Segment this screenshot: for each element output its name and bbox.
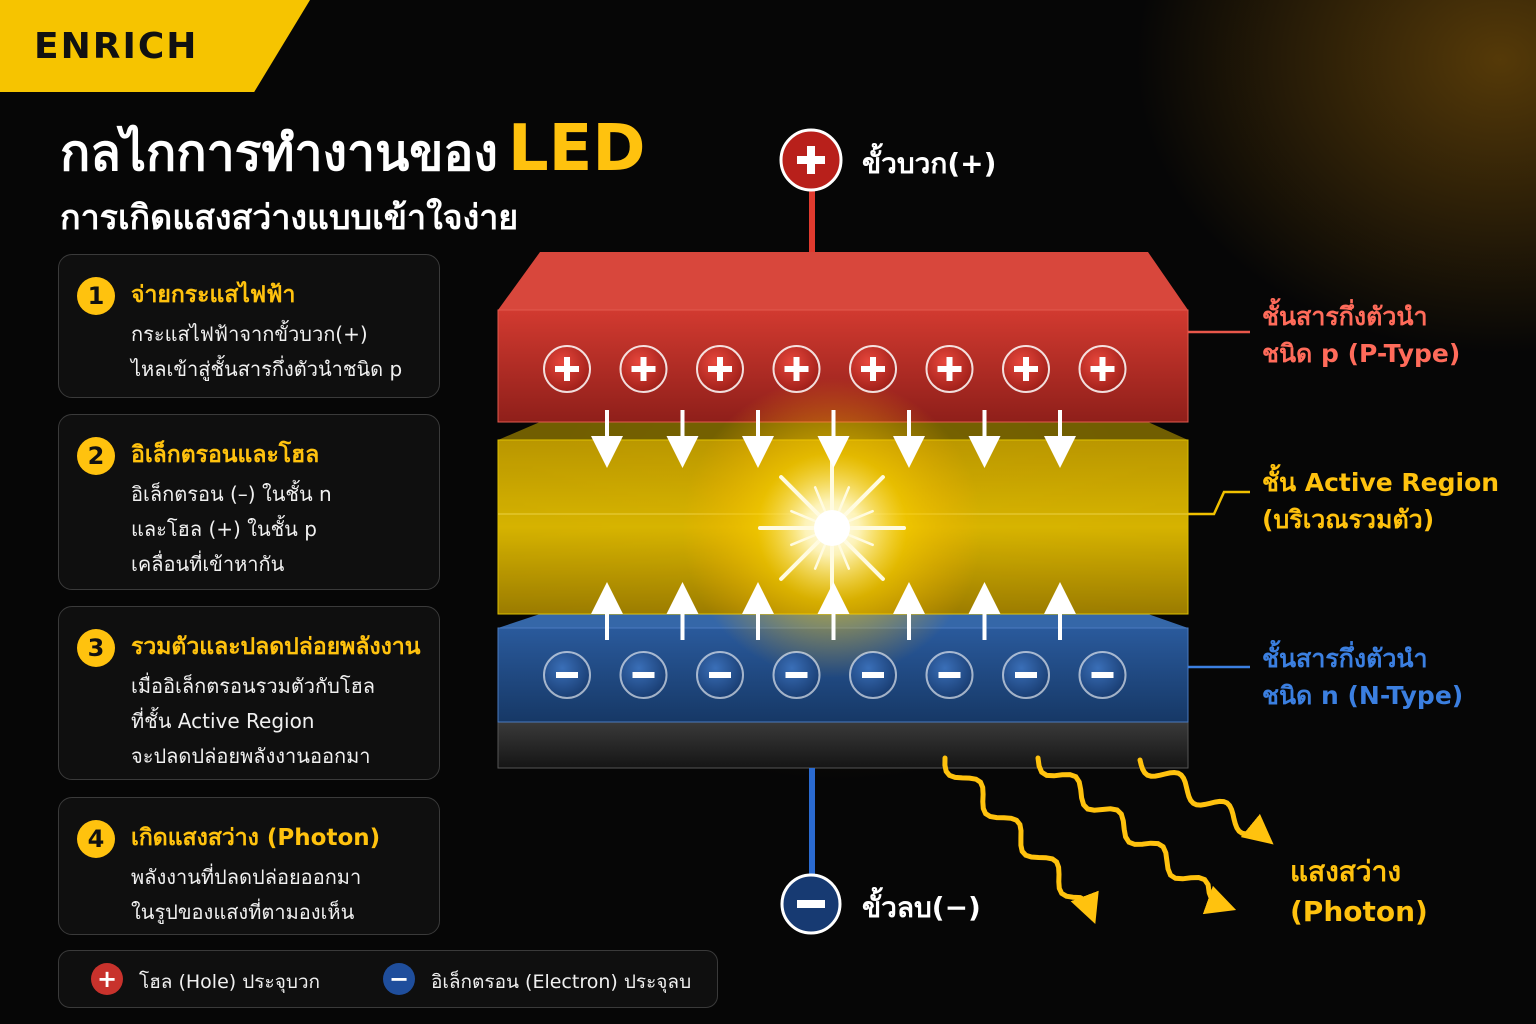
title-main: กลไกการทำงานของ [60, 124, 498, 182]
positive-terminal-label: ขั้วบวก(+) [862, 147, 997, 180]
page-subtitle: การเกิดแสงสว่างแบบเข้าใจง่าย [60, 198, 519, 238]
active-layer-label: ชั้น Active Region (บริเวณรวมตัว) [1262, 464, 1499, 538]
negative-terminal-label: ขั้วลบ(−) [862, 891, 981, 924]
step-body: อิเล็กตรอน (–) ในชั้น n และโฮล (+) ในชั้… [131, 477, 332, 582]
active-layer-label-line: ชั้น Active Region [1262, 468, 1500, 497]
electron-charge [772, 651, 821, 699]
photon-wave [1137, 757, 1274, 845]
step-line: กระแสไฟฟ้าจากขั้วบวก(+) [131, 322, 368, 346]
holes-group [543, 345, 1127, 393]
hole-charge [619, 345, 668, 393]
step-card-3: 3 รวมตัวและปลดปล่อยพลังงาน เมื่ออิเล็กตร… [58, 606, 440, 780]
photon-label-line: (Photon) [1290, 895, 1428, 928]
hole-legend-icon: + [91, 963, 123, 995]
hole-charge [772, 345, 821, 393]
step-number: 1 [77, 277, 115, 315]
active-label-leader [1188, 490, 1250, 516]
step-card-4: 4 เกิดแสงสว่าง (Photon) พลังงานที่ปลดปล่… [58, 797, 440, 935]
step-line: อิเล็กตรอน (–) ในชั้น n [131, 482, 332, 506]
title-accent: LED [507, 112, 646, 186]
hole-charge [849, 345, 897, 393]
hole-charge [1078, 345, 1127, 393]
step-line: จะปลดปล่อยพลังงานออกมา [131, 744, 371, 768]
down-arrows [591, 410, 1076, 468]
photon-wave [942, 755, 1099, 925]
legend: + โฮล (Hole) ประจุบวก − อิเล็กตรอน (Elec… [58, 950, 718, 1008]
up-arrows [591, 582, 1076, 640]
negative-terminal-icon [780, 873, 842, 935]
electron-charge [1078, 651, 1127, 699]
step-title: เกิดแสงสว่าง (Photon) [131, 825, 381, 851]
step-body: พลังงานที่ปลดปล่อยออกมา ในรูปของแสงที่ตา… [131, 860, 361, 930]
n-layer-label: ชั้นสารกึ่งตัวนำ ชนิด n (N-Type) [1262, 640, 1463, 714]
hole-charge [1002, 345, 1050, 393]
step-number: 4 [77, 820, 115, 858]
step-body: เมื่ออิเล็กตรอนรวมตัวกับโฮล ที่ชั้น Acti… [131, 669, 375, 774]
electron-legend-label: อิเล็กตรอน (Electron) ประจุลบ [431, 971, 692, 993]
hole-charge [696, 345, 744, 393]
step-line: เมื่ออิเล็กตรอนรวมตัวกับโฮล [131, 674, 376, 698]
step-line: และโฮล (+) ในชั้น p [131, 517, 317, 541]
electron-charge [619, 651, 668, 699]
base-layer [497, 721, 1189, 769]
brand-logo: ENRICH [34, 26, 199, 67]
photon-label: แสงสว่าง (Photon) [1290, 852, 1428, 932]
step-line: พลังงานที่ปลดปล่อยออกมา [131, 865, 362, 889]
step-card-1: 1 จ่ายกระแสไฟฟ้า กระแสไฟฟ้าจากขั้วบวก(+)… [58, 254, 440, 398]
p-layer-label: ชั้นสารกึ่งตัวนำ ชนิด p (P-Type) [1262, 298, 1460, 372]
step-title: รวมตัวและปลดปล่อยพลังงาน [131, 634, 421, 660]
photon-label-line: แสงสว่าง [1290, 855, 1402, 888]
p-layer-label-line: ชนิด p (P-Type) [1262, 339, 1461, 368]
n-layer-label-line: ชนิด n (N-Type) [1262, 681, 1464, 710]
n-layer-label-line: ชั้นสารกึ่งตัวนำ [1262, 644, 1428, 673]
hole-charge [925, 345, 974, 393]
electrons-group [543, 651, 1127, 699]
electron-charge [925, 651, 974, 699]
step-line: ในรูปของแสงที่ตามองเห็น [131, 900, 355, 924]
step-title: อิเล็กตรอนและโฮล [131, 442, 320, 468]
hole-legend-label: โฮล (Hole) ประจุบวก [139, 971, 321, 993]
electron-charge [543, 651, 591, 699]
active-layer-label-line: (บริเวณรวมตัว) [1262, 505, 1435, 534]
electron-charge [849, 651, 897, 699]
p-layer-label-line: ชั้นสารกึ่งตัวนำ [1262, 302, 1428, 331]
photon-waves [942, 755, 1274, 925]
hole-charge [543, 345, 591, 393]
step-line: ที่ชั้น Active Region [131, 709, 315, 733]
electron-charge [696, 651, 744, 699]
step-number: 2 [77, 437, 115, 475]
step-number: 3 [77, 629, 115, 667]
step-line: เคลื่อนที่เข้าหากัน [131, 552, 285, 576]
logo-tab [0, 0, 310, 92]
step-line: ไหลเข้าสู่ชั้นสารกึ่งตัวนำชนิด p [131, 357, 403, 381]
electron-charge [1002, 651, 1050, 699]
electron-legend-icon: − [383, 963, 415, 995]
step-title: จ่ายกระแสไฟฟ้า [131, 282, 296, 308]
photon-wave [1035, 755, 1237, 915]
positive-terminal-icon [779, 128, 843, 192]
step-card-2: 2 อิเล็กตรอนและโฮล อิเล็กตรอน (–) ในชั้น… [58, 414, 440, 590]
step-body: กระแสไฟฟ้าจากขั้วบวก(+) ไหลเข้าสู่ชั้นสา… [131, 317, 402, 387]
